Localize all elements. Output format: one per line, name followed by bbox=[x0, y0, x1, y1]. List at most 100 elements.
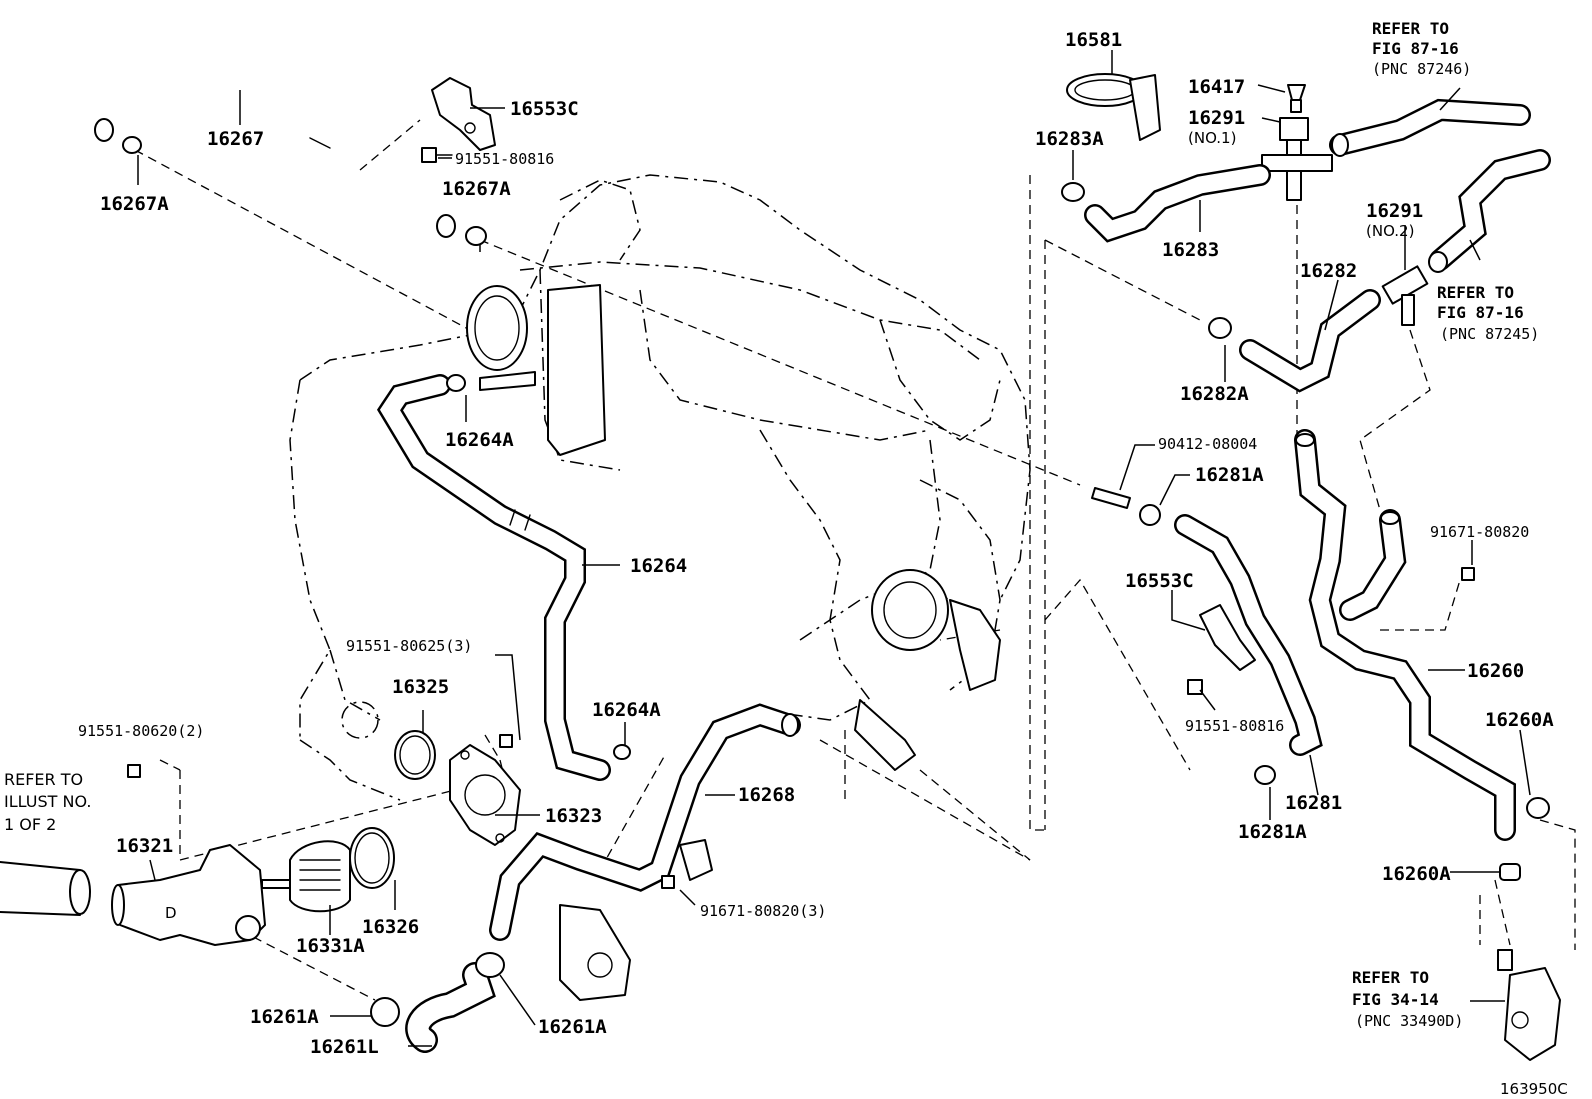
label-91551-80620: 91551-80620(2) bbox=[78, 722, 204, 740]
label-16264: 16264 bbox=[630, 555, 687, 577]
label-16321: 16321 bbox=[116, 835, 173, 857]
label-16261A-mid: 16261A bbox=[538, 1016, 607, 1038]
clamp-16264A-low bbox=[613, 744, 631, 760]
clamp-16261A-left bbox=[370, 997, 400, 1027]
label-16291-no2: 16291 bbox=[1366, 200, 1423, 222]
hose-16260 bbox=[1294, 429, 1516, 841]
note-refer-87246: REFER TO FIG 87-16 (PNC 87246) bbox=[1372, 19, 1471, 78]
union-16291-no1 bbox=[1261, 117, 1333, 201]
note-87245-line1: REFER TO bbox=[1437, 283, 1514, 302]
clamp-16260A-top bbox=[1526, 797, 1550, 819]
label-16281A-low: 16281A bbox=[1238, 821, 1307, 843]
guide-lines bbox=[134, 119, 1576, 1001]
hose-16283 bbox=[1084, 164, 1271, 243]
hose-16267 bbox=[76, 9, 459, 239]
thermostat-16331A bbox=[261, 840, 351, 913]
pipe-refer-illust bbox=[0, 861, 91, 916]
clamp-16281A-top bbox=[1139, 504, 1161, 526]
note-87246-line3: (PNC 87246) bbox=[1372, 60, 1471, 78]
hose-refer-87245 bbox=[1428, 149, 1551, 273]
bolt-91671-80820-right bbox=[1461, 567, 1475, 581]
label-16268: 16268 bbox=[738, 784, 795, 806]
label-90412-08004: 90412-08004 bbox=[1158, 435, 1257, 453]
hose-16281 bbox=[1174, 514, 1323, 756]
vacuum-pump-refer-33490 bbox=[1497, 949, 1561, 1061]
label-16417: 16417 bbox=[1188, 76, 1245, 98]
valve-16417 bbox=[1287, 84, 1306, 113]
note-illust-line3: 1 OF 2 bbox=[4, 815, 56, 834]
label-16283A: 16283A bbox=[1035, 128, 1104, 150]
label-16325: 16325 bbox=[392, 676, 449, 698]
label-16264A-low: 16264A bbox=[592, 699, 661, 721]
label-91551-80816-top: 91551-80816 bbox=[455, 150, 554, 168]
label-16261L: 16261L bbox=[310, 1036, 379, 1058]
label-16291-no2-sub: (NO.2) bbox=[1366, 222, 1414, 240]
label-16553C-top: 16553C bbox=[510, 98, 579, 120]
note-illust-line2: ILLUST NO. bbox=[4, 792, 91, 811]
gasket-16326 bbox=[349, 827, 395, 889]
label-leaders bbox=[137, 50, 1531, 1047]
clamp-16267A-left bbox=[122, 136, 142, 154]
labels: 16267 16267A 16553C 91551-80816 16267A 1… bbox=[78, 29, 1554, 1058]
note-refer-33490: REFER TO FIG 34-14 (PNC 33490D) bbox=[1352, 968, 1463, 1030]
label-91671-80820-right: 91671-80820 bbox=[1430, 523, 1529, 541]
label-16282A: 16282A bbox=[1180, 383, 1249, 405]
label-16260A-top: 16260A bbox=[1485, 709, 1554, 731]
svg-text:D: D bbox=[165, 904, 177, 922]
note-33490-line1: REFER TO bbox=[1352, 968, 1429, 987]
intake-flange bbox=[466, 284, 606, 456]
label-91551-80816-right: 91551-80816 bbox=[1185, 717, 1284, 735]
label-16291-no1: 16291 bbox=[1188, 107, 1245, 129]
bolt-91551-80625 bbox=[499, 734, 513, 748]
label-91551-80625: 91551-80625(3) bbox=[346, 637, 472, 655]
bolt-91671-80820-low bbox=[661, 875, 675, 889]
bolt-91551-80620 bbox=[127, 764, 141, 778]
note-illust-line1: REFER TO bbox=[4, 770, 83, 789]
label-16267A-mid: 16267A bbox=[442, 178, 511, 200]
hose-refer-87246 bbox=[1329, 98, 1531, 157]
label-16291-no1-sub: (NO.1) bbox=[1188, 129, 1236, 147]
clamp-16282A bbox=[1208, 317, 1232, 339]
label-16260A-low: 16260A bbox=[1382, 863, 1451, 885]
note-refer-87245: REFER TO FIG 87-16 (PNC 87245) bbox=[1437, 283, 1539, 343]
note-87245-line2: FIG 87-16 bbox=[1437, 303, 1524, 322]
clamp-16581 bbox=[1066, 73, 1161, 141]
clamp-16283A bbox=[1061, 182, 1085, 202]
gasket-16325 bbox=[394, 730, 436, 780]
label-16261A-left: 16261A bbox=[250, 1006, 319, 1028]
bolt-91551-80816-top bbox=[421, 147, 453, 163]
label-16581: 16581 bbox=[1065, 29, 1122, 51]
label-16260: 16260 bbox=[1467, 660, 1524, 682]
water-inlet-16321: D bbox=[111, 844, 266, 946]
water-pump-housing bbox=[854, 569, 1001, 771]
note-refer-illust: REFER TO ILLUST NO. 1 OF 2 bbox=[4, 770, 91, 834]
diagram-code: 163950C bbox=[1500, 1080, 1568, 1098]
cover-16323 bbox=[449, 744, 521, 846]
label-16553C-right: 16553C bbox=[1125, 570, 1194, 592]
hose-16282 bbox=[1239, 289, 1381, 393]
label-16282: 16282 bbox=[1300, 260, 1357, 282]
hose-16261L bbox=[405, 962, 496, 1053]
note-87245-line3: (PNC 87245) bbox=[1440, 325, 1539, 343]
label-16281A-top: 16281A bbox=[1195, 464, 1264, 486]
bracket-16553C-right bbox=[1199, 604, 1256, 671]
note-87246-line1: REFER TO bbox=[1372, 19, 1449, 38]
note-33490-line3: (PNC 33490D) bbox=[1355, 1012, 1463, 1030]
pipe-90412-08004 bbox=[1091, 487, 1131, 509]
label-16281: 16281 bbox=[1285, 792, 1342, 814]
label-16331A: 16331A bbox=[296, 935, 365, 957]
clamp-16264A-top bbox=[446, 371, 536, 392]
union-16291-no2 bbox=[1381, 265, 1429, 326]
label-16323: 16323 bbox=[545, 805, 602, 827]
label-16283: 16283 bbox=[1162, 239, 1219, 261]
clamp-16261A-mid bbox=[475, 952, 505, 978]
clamp-16281A-low bbox=[1254, 765, 1276, 785]
label-16267: 16267 bbox=[207, 128, 264, 150]
note-33490-line2: FIG 34-14 bbox=[1352, 990, 1439, 1009]
label-91671-80820-low: 91671-80820(3) bbox=[700, 902, 826, 920]
label-16264A-top: 16264A bbox=[445, 429, 514, 451]
clamp-16267A-mid bbox=[465, 226, 487, 246]
bolt-91551-80816-right bbox=[1187, 679, 1203, 695]
